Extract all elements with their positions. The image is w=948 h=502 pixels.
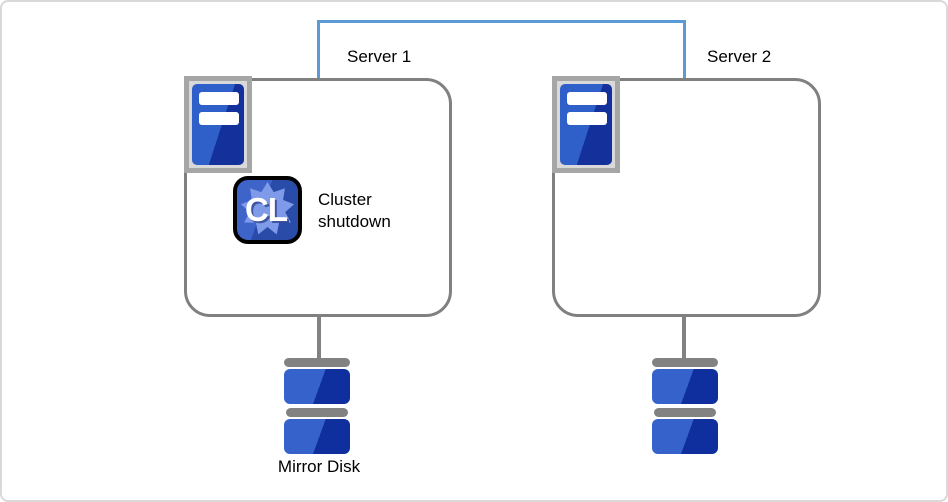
server-tower-body	[192, 84, 244, 165]
mirror-disk-label: Mirror Disk	[277, 457, 361, 476]
server-tower-body	[560, 84, 612, 165]
server-tower-slot	[567, 112, 607, 125]
disk-divider	[286, 408, 348, 417]
disk-stack-icon-right	[652, 358, 718, 454]
cl-badge-shadow: CL	[247, 193, 290, 230]
disk-stack-icon-left	[284, 358, 350, 454]
server-tower-slot	[199, 112, 239, 125]
server1-label: Server 1	[347, 47, 412, 66]
disk-platter	[652, 369, 718, 404]
disk-cap	[284, 358, 350, 367]
server2-tower-icon	[552, 76, 620, 173]
interconnect-link-line	[317, 20, 686, 78]
server2-disk-connector-line	[682, 315, 686, 361]
server1-tower-icon	[184, 76, 252, 173]
server2-label: Server 2	[707, 47, 772, 66]
disk-platter	[284, 419, 350, 454]
server-tower-slot	[199, 92, 239, 105]
cl-app-gear-icon: CL CL	[233, 176, 302, 244]
disk-divider	[654, 408, 716, 417]
gear-shape	[240, 182, 295, 235]
cl-badge-text: CL	[245, 191, 288, 228]
disk-platter	[284, 369, 350, 404]
disk-cap	[652, 358, 718, 367]
server1-disk-connector-line	[317, 315, 321, 361]
disk-platter	[652, 419, 718, 454]
server-tower-slot	[567, 92, 607, 105]
cluster-shutdown-label: Cluster shutdown	[318, 190, 391, 231]
